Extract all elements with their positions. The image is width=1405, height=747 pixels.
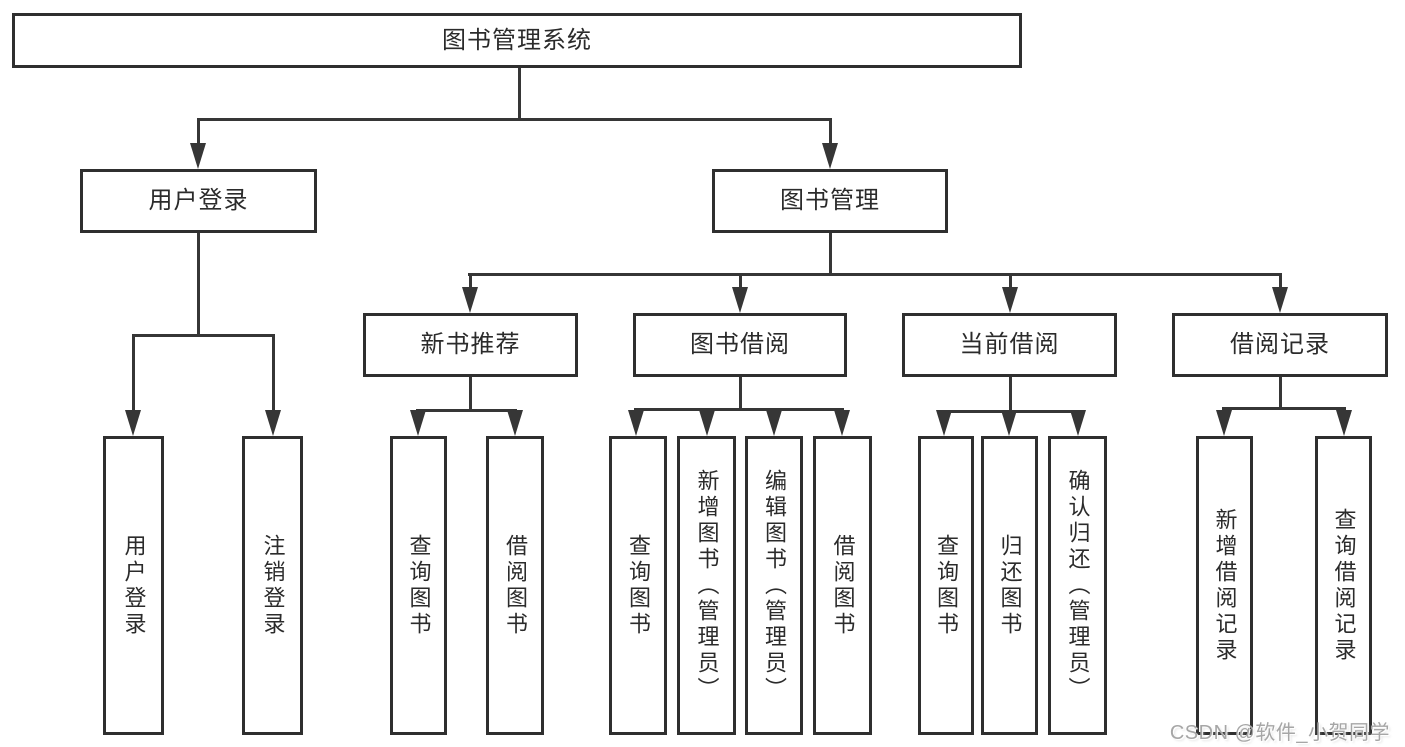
node-label: 用户登录: [148, 187, 249, 214]
node-leaf-add-borrow-record: 新增借阅记录: [1196, 436, 1253, 735]
node-label: 新增图书（管理员）: [694, 468, 720, 703]
arrow-down-icon: [410, 410, 426, 436]
arrow-down-icon: [628, 410, 644, 436]
node-label: 新书推荐: [420, 331, 521, 358]
node-borrowing-records: 借阅记录: [1172, 313, 1388, 377]
connector-line: [1009, 377, 1012, 410]
arrow-down-icon: [822, 143, 838, 169]
arrow-down-icon: [1002, 287, 1018, 313]
node-book-borrowing: 图书借阅: [633, 313, 847, 377]
connector-line: [518, 68, 521, 118]
node-leaf-add-book-admin: 新增图书（管理员）: [677, 436, 736, 735]
node-label: 归还图书: [997, 533, 1023, 638]
arrow-down-icon: [1272, 287, 1288, 313]
node-new-book-recommend: 新书推荐: [363, 313, 578, 377]
node-label: 用户登录: [121, 533, 147, 638]
arrow-down-icon: [1001, 410, 1017, 436]
connector-line: [634, 408, 844, 411]
node-leaf-search-book: 查询图书: [918, 436, 974, 735]
node-label: 图书借阅: [690, 331, 790, 358]
connector-line: [416, 409, 517, 412]
connector-line: [739, 273, 742, 289]
node-leaf-search-borrow-record: 查询借阅记录: [1315, 436, 1372, 735]
connector-line: [1279, 273, 1282, 289]
node-label: 图书管理系统: [442, 26, 592, 54]
connector-line: [132, 334, 275, 337]
node-label: 确认归还（管理员）: [1065, 468, 1091, 703]
arrow-down-icon: [1336, 410, 1352, 436]
node-label: 借阅图书: [503, 533, 528, 638]
node-leaf-confirm-return-admin: 确认归还（管理员）: [1048, 436, 1107, 735]
node-current-borrowing: 当前借阅: [902, 313, 1117, 377]
arrow-down-icon: [699, 410, 715, 436]
connector-line: [197, 118, 200, 146]
connector-line: [1009, 273, 1012, 289]
node-user-login: 用户登录: [80, 169, 317, 233]
node-label: 新增借阅记录: [1212, 507, 1238, 664]
connector-line: [1279, 377, 1282, 407]
arrow-down-icon: [125, 410, 141, 436]
connector-line: [468, 273, 1282, 276]
node-label: 编辑图书（管理员）: [762, 468, 787, 703]
connector-line: [197, 233, 200, 334]
node-leaf-return-book: 归还图书: [981, 436, 1038, 735]
node-leaf-borrow-book: 借阅图书: [486, 436, 544, 735]
node-label: 借阅记录: [1230, 331, 1330, 358]
connector-line: [1222, 407, 1346, 410]
connector-line: [739, 377, 742, 408]
arrow-down-icon: [834, 410, 850, 436]
node-library-system: 图书管理系统: [12, 13, 1022, 68]
node-label: 查询图书: [626, 533, 651, 638]
connector-line: [469, 377, 472, 409]
arrow-down-icon: [936, 410, 952, 436]
node-label: 图书管理: [780, 187, 880, 214]
node-label: 注销登录: [260, 533, 286, 638]
node-leaf-search-book: 查询图书: [609, 436, 667, 735]
node-leaf-user-login: 用户登录: [103, 436, 164, 735]
connector-line: [272, 334, 275, 412]
node-leaf-borrow-book: 借阅图书: [813, 436, 872, 735]
arrow-down-icon: [732, 287, 748, 313]
arrow-down-icon: [1070, 410, 1086, 436]
node-leaf-search-book: 查询图书: [390, 436, 447, 735]
node-book-management: 图书管理: [712, 169, 948, 233]
arrow-down-icon: [265, 410, 281, 436]
connector-line: [197, 118, 832, 121]
connector-line: [132, 334, 135, 412]
node-label: 当前借阅: [959, 331, 1060, 358]
node-label: 查询图书: [934, 533, 959, 638]
node-leaf-logout: 注销登录: [242, 436, 303, 735]
connector-line: [829, 233, 832, 273]
connector-line: [469, 273, 472, 289]
node-leaf-edit-book-admin: 编辑图书（管理员）: [745, 436, 803, 735]
csdn-watermark: CSDN @软件_小贺同学: [1169, 722, 1390, 744]
arrow-down-icon: [462, 287, 478, 313]
arrow-down-icon: [766, 410, 782, 436]
arrow-down-icon: [507, 410, 523, 436]
arrow-down-icon: [1216, 410, 1232, 436]
connector-line: [829, 118, 832, 146]
node-label: 借阅图书: [830, 533, 856, 638]
arrow-down-icon: [190, 143, 206, 169]
node-label: 查询借阅记录: [1331, 507, 1357, 664]
node-label: 查询图书: [406, 533, 432, 638]
